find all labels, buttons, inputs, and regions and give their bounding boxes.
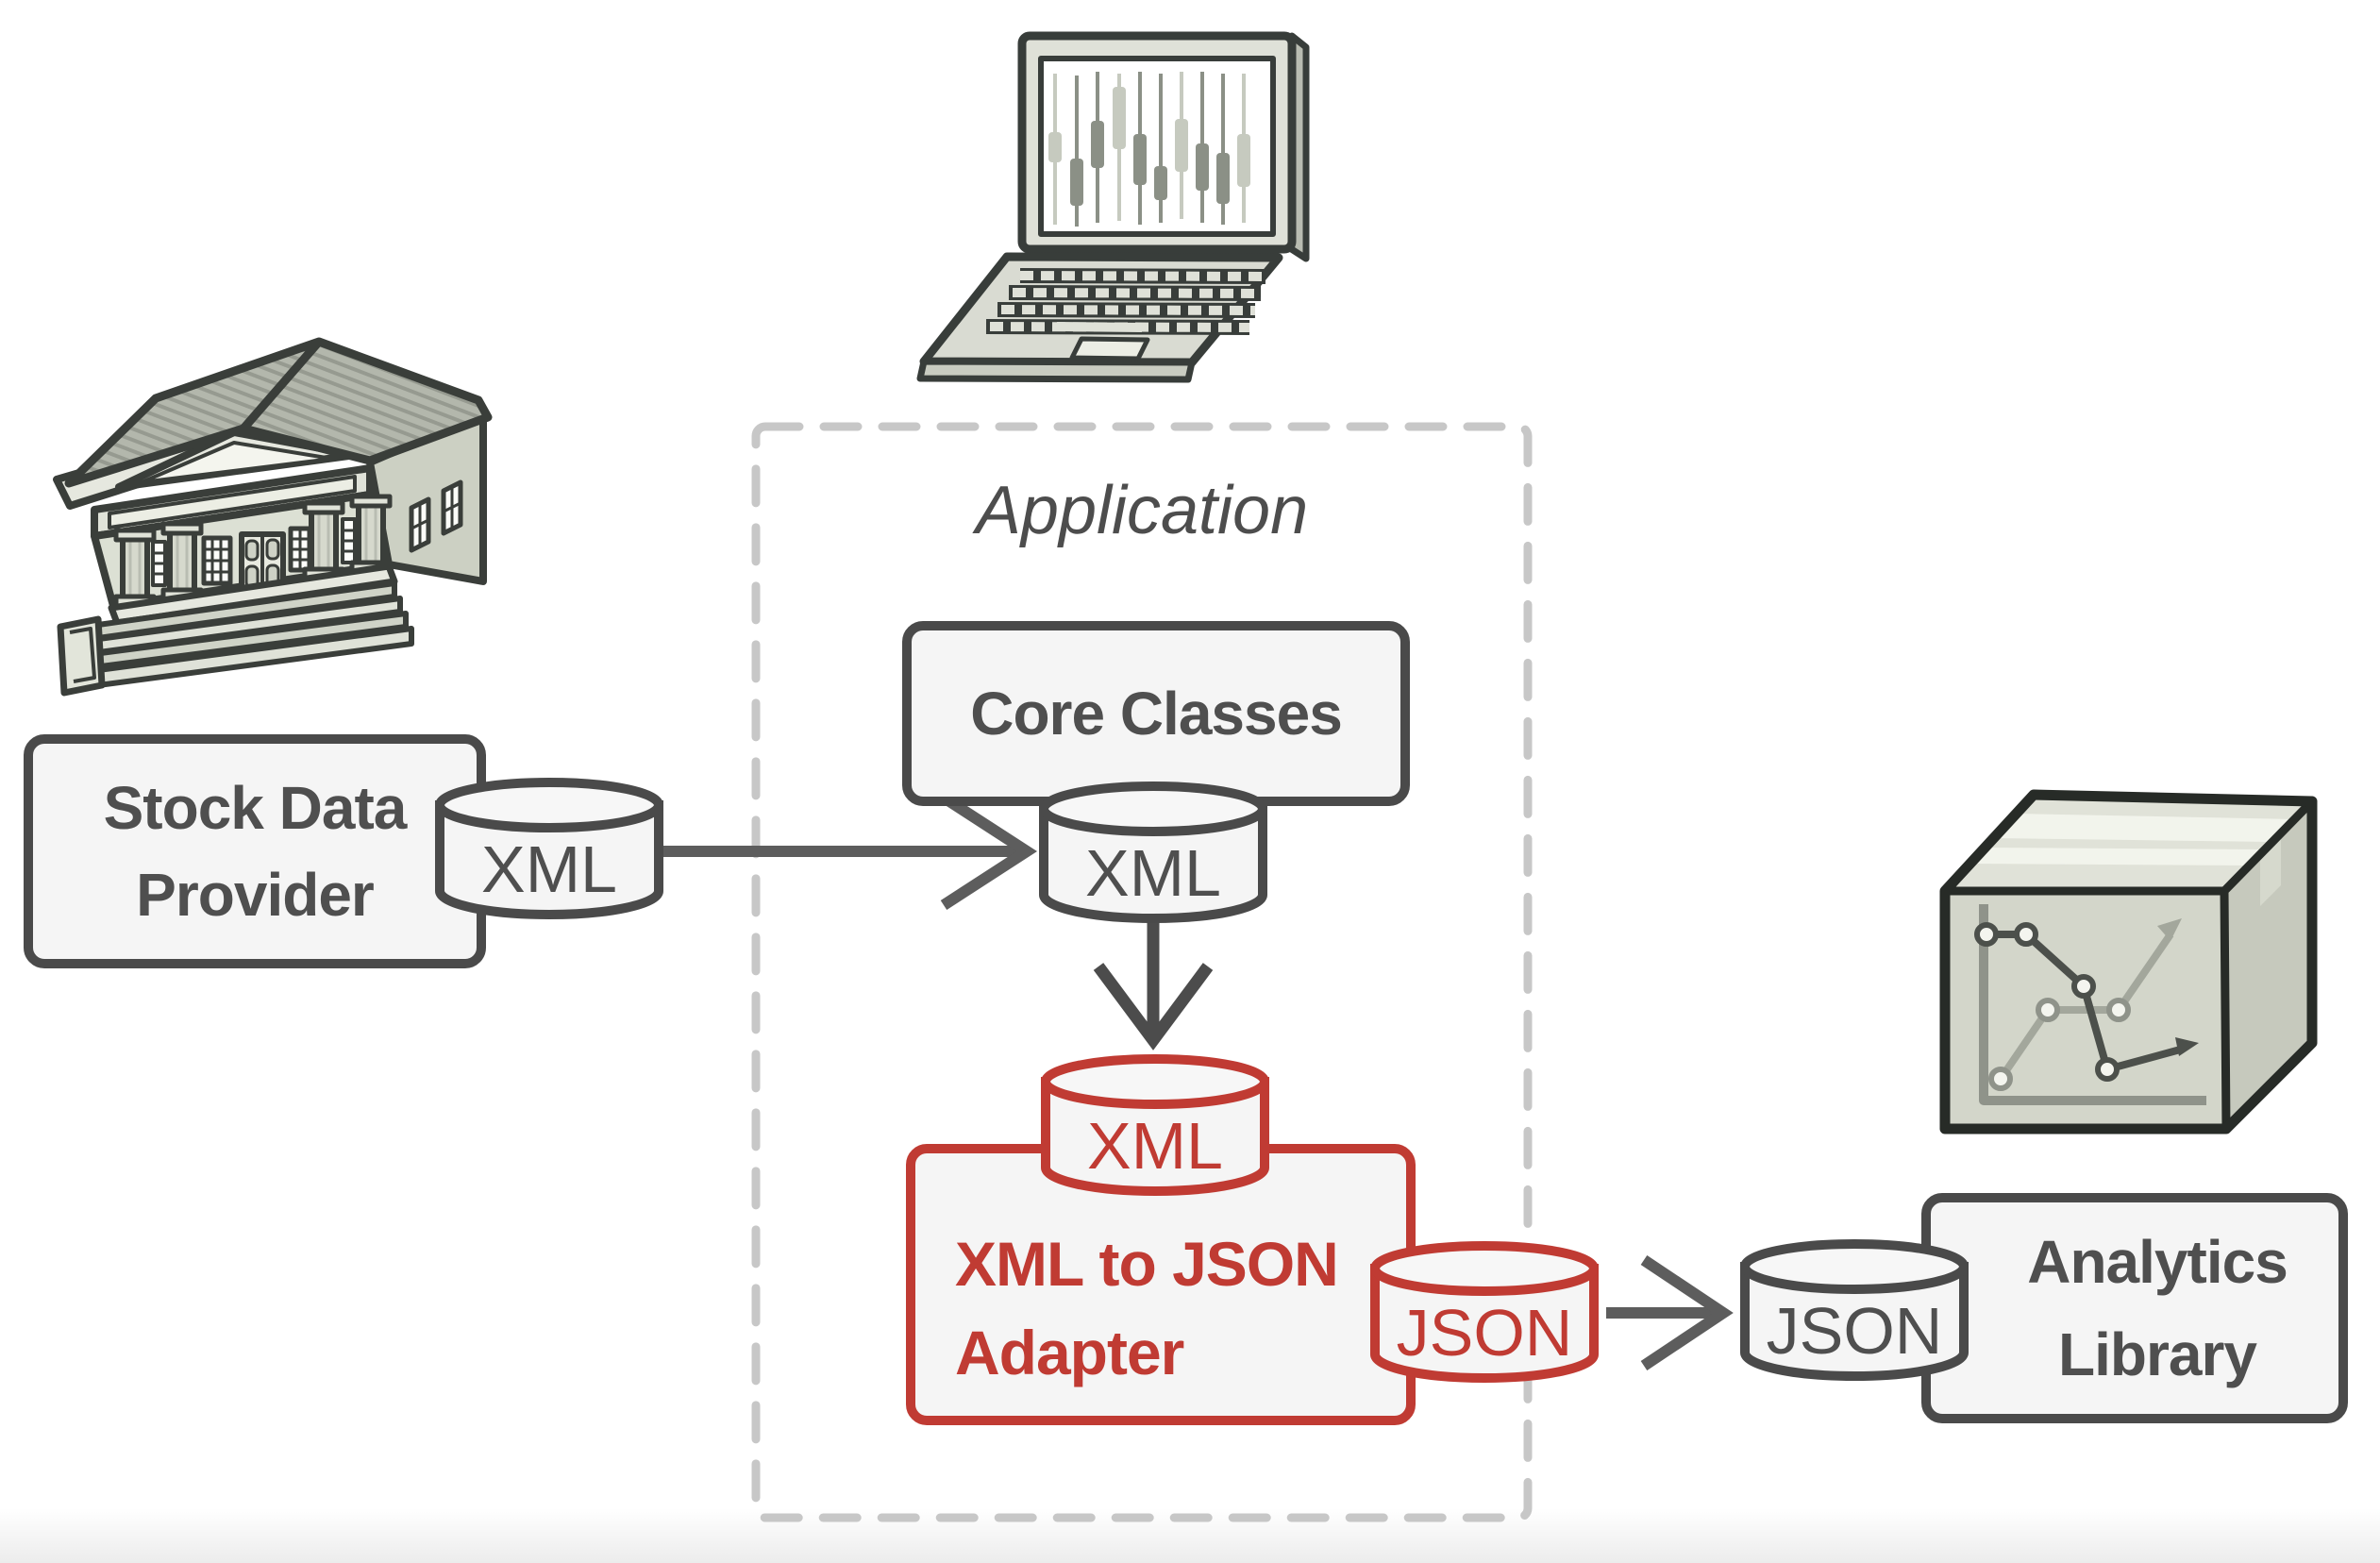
application-boundary	[751, 422, 1533, 1522]
candlestick-chart	[1048, 72, 1250, 227]
datastore-core-xml: XML	[1039, 782, 1267, 923]
datastore-adapter-xml: XML	[1041, 1054, 1269, 1196]
bank-columns	[113, 494, 393, 609]
adapter-xml-label: XML	[1087, 1109, 1223, 1183]
bank-steps	[57, 563, 414, 697]
stock-provider-label-line2: Provider	[136, 861, 375, 929]
adapter-label-line2: Adapter	[955, 1318, 1184, 1387]
core-xml-label: XML	[1085, 836, 1221, 910]
node-analytics-library: Analytics Library	[1921, 1193, 2348, 1423]
analytics-json-label: JSON	[1767, 1294, 1943, 1368]
bank-building-icon	[53, 337, 493, 697]
analytics-package-box-icon	[1939, 789, 2318, 1134]
stock-provider-label-line1: Stock Data	[103, 774, 408, 842]
package-side-face	[2224, 801, 2312, 1129]
laptop-touchpad	[1069, 336, 1150, 361]
node-core-classes: Core Classes	[902, 621, 1410, 806]
application-label: Application	[975, 473, 1309, 548]
datastore-adapter-json: JSON	[1370, 1241, 1599, 1383]
analytics-label-line1: Analytics	[2027, 1228, 2288, 1296]
laptop-keyboard	[985, 268, 1266, 335]
package-line-chart	[1974, 904, 2206, 1105]
adapter-json-label: JSON	[1397, 1296, 1573, 1370]
analytics-label-line2: Library	[2058, 1320, 2257, 1388]
core-classes-label: Core Classes	[970, 680, 1343, 748]
laptop-stock-chart-icon	[916, 31, 1310, 383]
adapter-label-line1: XML to JSON	[955, 1229, 1339, 1299]
node-stock-data-provider: Stock Data Provider	[24, 734, 486, 968]
datastore-analytics-json: JSON	[1740, 1239, 1969, 1381]
bank-roof	[64, 337, 493, 488]
application-dashed-border	[751, 422, 1533, 1522]
arrow-adapterjson-to-analyticsjson	[1606, 1255, 1734, 1370]
datastore-stock-xml: XML	[435, 778, 663, 919]
bank-windows	[151, 517, 357, 587]
laptop-base-front	[916, 358, 1196, 383]
stock-xml-label: XML	[481, 832, 617, 906]
